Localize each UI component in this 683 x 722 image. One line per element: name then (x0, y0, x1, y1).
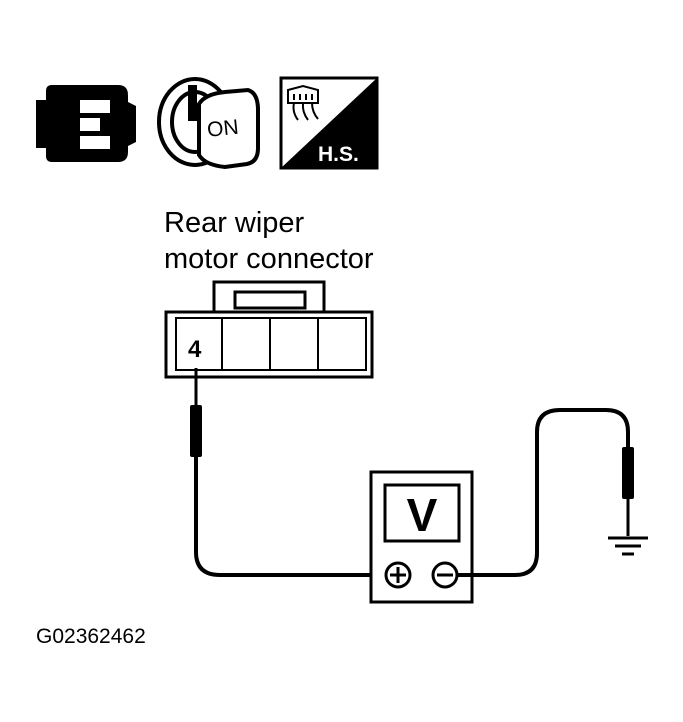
voltmeter: V (369, 470, 474, 604)
rear-wiper-motor-connector (164, 280, 374, 379)
figure-id: G02362462 (36, 625, 146, 648)
ignition-on-label: ON (206, 116, 240, 142)
connector-label-line2: motor connector (164, 243, 374, 275)
positive-probe-lead (190, 368, 390, 577)
positive-terminal-icon (384, 561, 412, 589)
negative-probe-lead (457, 408, 634, 577)
ground-icon (608, 536, 648, 556)
harness-side-icon: H.S. (279, 76, 379, 170)
connector-disconnect-icon (36, 85, 136, 162)
harness-side-label: H.S. (318, 143, 359, 166)
negative-terminal-icon (431, 561, 459, 589)
harness-symbol-icon (287, 84, 319, 121)
connector-label-line1: Rear wiper (164, 207, 305, 239)
voltmeter-display: V (407, 489, 438, 541)
terminal-number: 4 (188, 336, 202, 363)
ignition-key-icon: ON (157, 77, 260, 170)
